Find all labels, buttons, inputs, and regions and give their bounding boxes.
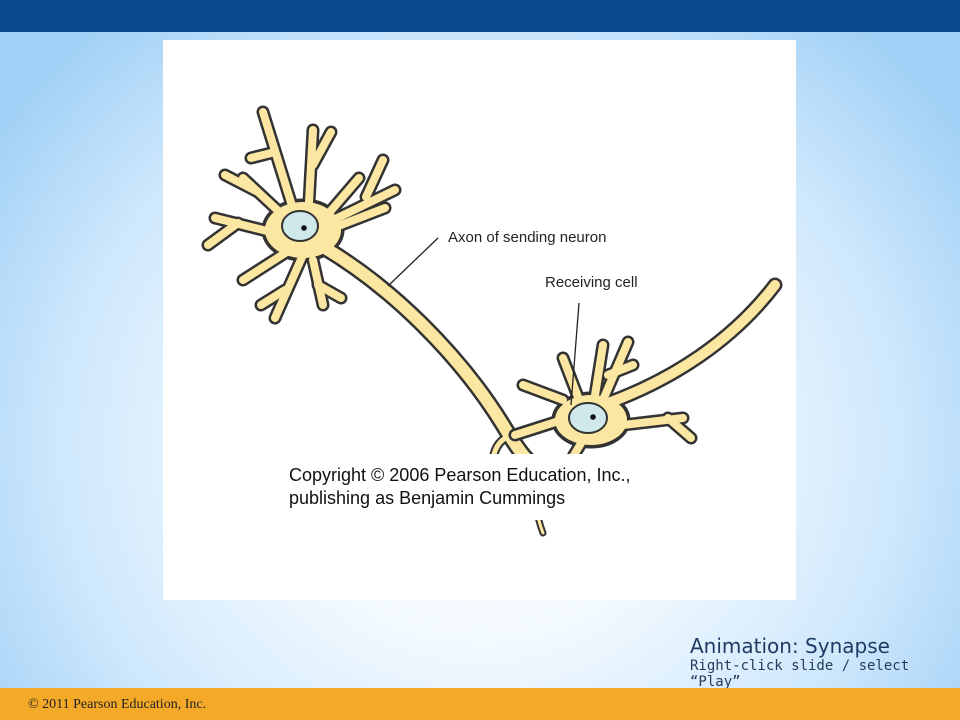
sending-nucleus: [281, 210, 319, 242]
axon-label: Axon of sending neuron: [448, 229, 607, 246]
animation-instruction-1: Right-click slide / select: [690, 658, 910, 674]
neuron-diagram: [201, 105, 783, 537]
animation-title: Animation: Synapse: [690, 634, 890, 658]
receiving-leader-line: [570, 302, 580, 406]
animation-caption: Animation: Synapse Right-click slide / s…: [690, 634, 952, 690]
animation-instruction-2: “Play”: [690, 674, 741, 690]
sending-nucleolus: [301, 225, 307, 231]
receiving-nucleolus: [590, 414, 596, 420]
copyright-line-1: Copyright © 2006 Pearson Education, Inc.…: [289, 465, 631, 485]
copyright-notice: Copyright © 2006 Pearson Education, Inc.…: [279, 454, 699, 520]
footer-copyright: © 2011 Pearson Education, Inc.: [28, 697, 207, 712]
receiving-nucleus: [568, 402, 608, 434]
axon-leader-line: [387, 237, 439, 287]
receiving-cell: [508, 277, 783, 472]
figure-panel: Axon of sending neuron Receiving cell Co…: [163, 40, 796, 600]
top-banner: [0, 0, 960, 32]
copyright-line-2: publishing as Benjamin Cummings: [289, 488, 566, 508]
bottom-banner: [0, 688, 960, 720]
receiving-cell-label: Receiving cell: [545, 274, 638, 291]
